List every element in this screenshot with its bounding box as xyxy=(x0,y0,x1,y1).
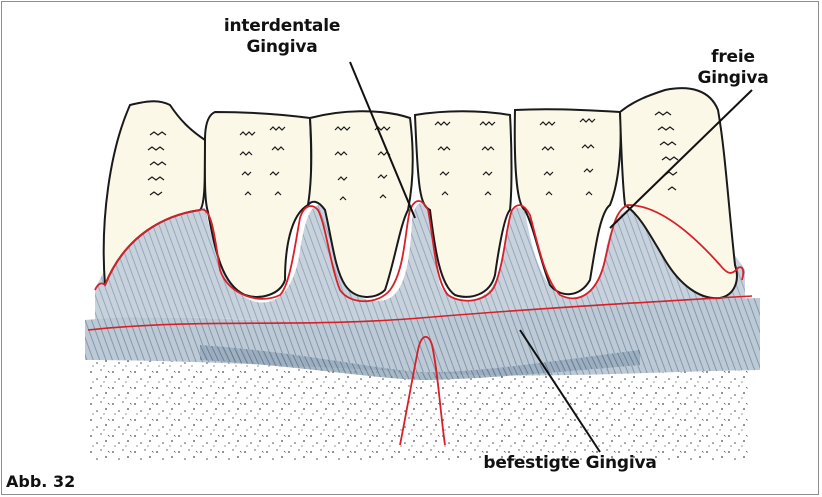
label-freie-gingiva: freie Gingiva xyxy=(673,47,793,89)
figure-caption: Abb. 32 xyxy=(2,470,79,493)
label-interdental-line2: Gingiva xyxy=(212,37,352,58)
label-interdental-gingiva: interdentale Gingiva xyxy=(212,16,352,58)
label-interdental-line1: interdentale xyxy=(212,16,352,37)
label-befestigte-gingiva: befestigte Gingiva xyxy=(470,453,670,474)
